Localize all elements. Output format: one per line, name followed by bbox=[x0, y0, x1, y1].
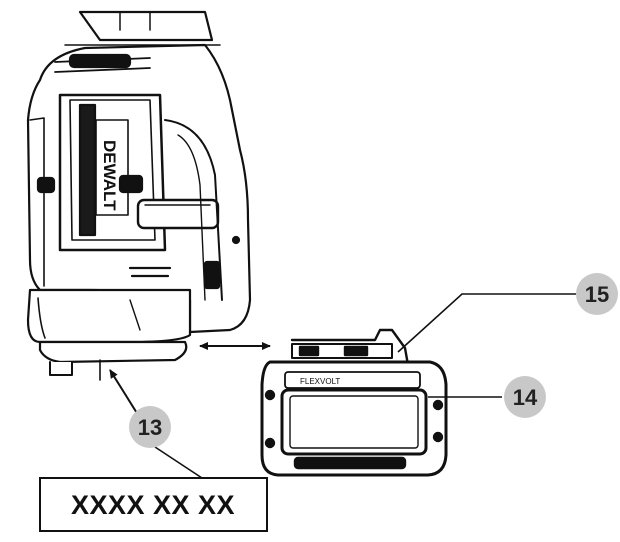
callout-13: 13 bbox=[129, 406, 171, 448]
date-code-box: XXXX XX XX bbox=[39, 477, 268, 532]
callout-14-number: 14 bbox=[513, 385, 538, 410]
callout-13-number: 13 bbox=[138, 415, 162, 440]
battery-pack bbox=[260, 328, 448, 477]
callout-14: 14 bbox=[504, 376, 546, 418]
tool-body bbox=[26, 10, 252, 381]
leader-lines bbox=[154, 293, 576, 479]
serial-location-arrow bbox=[109, 369, 141, 419]
battery-label: FLEXVOLT bbox=[300, 377, 340, 386]
callout-15-number: 15 bbox=[585, 282, 609, 307]
tool-brand-label: DEWALT bbox=[100, 140, 119, 211]
date-code-text: XXXX XX XX bbox=[71, 490, 235, 520]
callout-15: 15 bbox=[576, 273, 618, 315]
